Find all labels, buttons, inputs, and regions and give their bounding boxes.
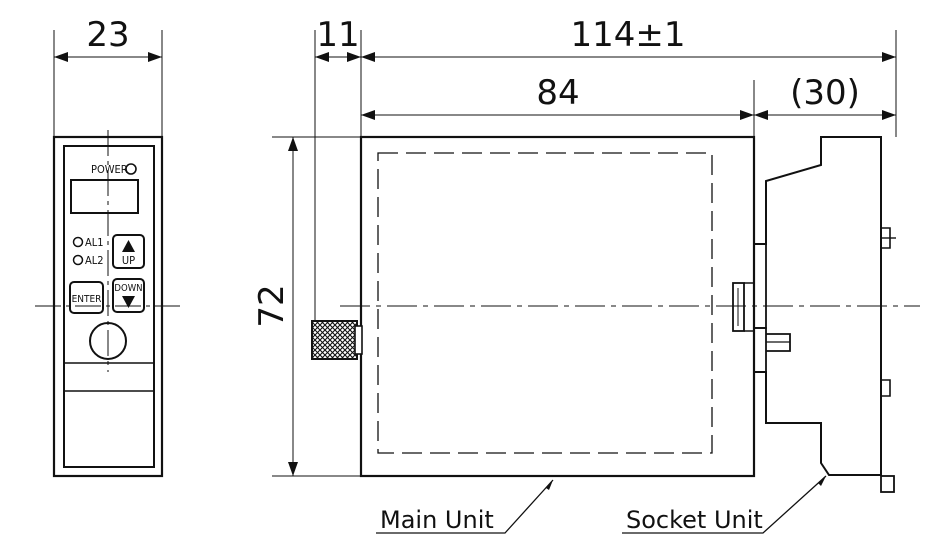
front-view	[35, 30, 180, 478]
round-button[interactable]	[89, 322, 127, 360]
socket-unit-callout: Socket Unit	[626, 506, 763, 534]
up-arrow-icon	[122, 240, 135, 252]
power-led-icon	[125, 163, 137, 175]
al1-label: AL1	[85, 236, 104, 249]
side-view	[272, 30, 920, 534]
knurled-knob	[311, 320, 358, 360]
up-button[interactable]	[112, 234, 145, 269]
down-button[interactable]	[112, 278, 145, 313]
latch	[732, 282, 745, 332]
main-dim: 84	[536, 73, 579, 113]
flange-dim: 11	[316, 15, 359, 55]
main-unit-callout: Main Unit	[380, 506, 494, 534]
al1-led-icon	[72, 236, 84, 248]
height-dim: 72	[252, 284, 292, 327]
enter-label: ENTER	[72, 294, 102, 305]
enter-button[interactable]	[69, 281, 104, 314]
total-dim: 114±1	[570, 15, 685, 55]
up-label: UP	[122, 254, 135, 267]
front-width-dim: 23	[86, 15, 129, 55]
socket-unit-body	[753, 136, 882, 476]
down-arrow-icon	[122, 296, 135, 308]
down-label: DOWN	[114, 283, 142, 294]
power-label: POWER	[91, 163, 128, 176]
display-window	[70, 179, 139, 214]
socket-dim: (30)	[790, 73, 860, 113]
al2-label: AL2	[85, 254, 104, 267]
al2-led-icon	[72, 254, 84, 266]
